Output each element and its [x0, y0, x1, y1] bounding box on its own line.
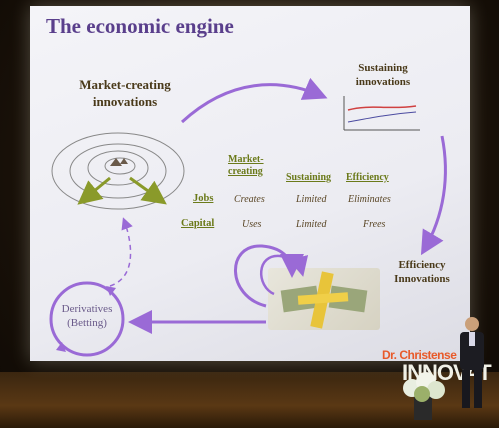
dashed-arrow-up [109, 217, 133, 287]
market-circles [51, 132, 185, 210]
table-row-label-jobs: Jobs [193, 193, 214, 204]
arrow-to-efficiency [420, 135, 447, 256]
table-header-market-creating: Market-creating [228, 154, 264, 177]
efficiency-label: Efficiency Innovations [394, 259, 450, 285]
slide-title: The economic engine [46, 14, 234, 38]
table-cell: Uses [242, 219, 262, 230]
table-header-efficiency: Efficiency [346, 172, 389, 183]
table-cell: Limited [296, 194, 327, 205]
speaker-person [460, 317, 484, 408]
green-arrow-right [129, 176, 167, 205]
loop-arrow-inner [259, 254, 309, 296]
green-arrow-left [77, 176, 111, 205]
projection-screen: The economic engine Market-creating inno… [30, 6, 470, 361]
flower-arrangement [403, 372, 445, 420]
derivatives-label: Derivatives (Betting) [61, 303, 113, 329]
arrow-to-sustaining [180, 77, 328, 124]
table-cell: Frees [363, 219, 386, 230]
table-cell: Creates [234, 194, 265, 205]
engine-diagram [49, 77, 447, 357]
market-creating-label: Market-creating innovations [79, 77, 171, 109]
table-header-sustaining: Sustaining [286, 172, 332, 183]
table-row-label-capital: Capital [181, 218, 215, 229]
table-cell: Limited [296, 219, 327, 230]
event-banner-text: Dr. Christense [382, 348, 457, 362]
table-cell: Eliminates [348, 194, 391, 205]
sustaining-chart [343, 96, 420, 131]
money-photo [268, 268, 380, 330]
derivatives-circle [49, 281, 125, 357]
sustaining-label: Sustaining innovations [355, 62, 411, 88]
money-illustration [280, 271, 368, 329]
loop-arrow-outer [234, 244, 304, 308]
